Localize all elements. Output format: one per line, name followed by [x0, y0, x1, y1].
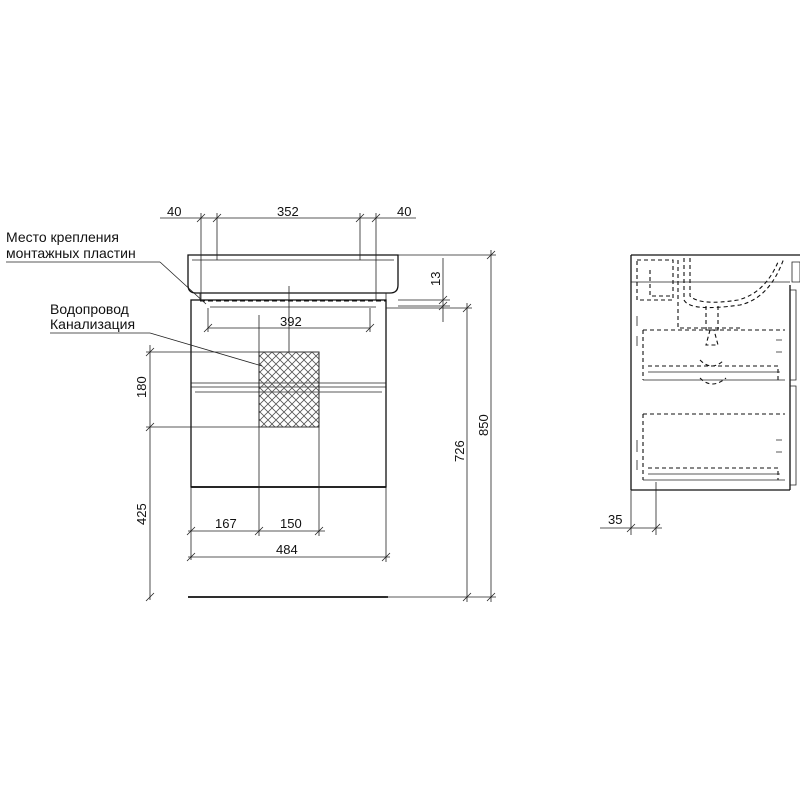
dim-167-label: 167	[215, 516, 237, 531]
dim-484-label: 484	[276, 542, 298, 557]
dim-40-left: 40	[167, 204, 181, 219]
label-pipe-line1: Водопровод	[50, 301, 129, 317]
dim-40-right: 40	[397, 204, 411, 219]
dim-150-label: 150	[280, 516, 302, 531]
dim-425-label: 425	[134, 503, 149, 525]
dim-180: 180 425	[134, 345, 259, 602]
dim-726-label: 726	[452, 440, 467, 462]
dim-850: 850	[398, 250, 496, 602]
dim-35-label: 35	[608, 512, 622, 527]
dim-13-label: 13	[428, 272, 443, 286]
dim-top: 40 352 40	[160, 204, 416, 300]
dim-484: 484	[186, 487, 391, 562]
dim-850-label: 850	[476, 414, 491, 436]
dim-352: 352	[277, 204, 299, 219]
plumbing-zone	[258, 286, 320, 536]
label-mount-plates: Место крепления монтажных пластин	[6, 229, 207, 305]
dim-180-label: 180	[134, 376, 149, 398]
dim-167-150: 167 150	[186, 487, 325, 560]
washbasin	[187, 254, 399, 300]
label-pipe-line2: Канализация	[50, 316, 135, 332]
front-view: 40 352 40 13 392 180 425	[6, 204, 496, 602]
label-pipes: Водопровод Канализация	[50, 301, 263, 367]
mounting-plates	[200, 300, 386, 308]
dim-35: 35	[600, 482, 662, 535]
dim-392: 392	[203, 308, 375, 333]
dim-726: 726	[386, 303, 496, 602]
dim-13: 13	[398, 258, 450, 322]
dim-392-label: 392	[280, 314, 302, 329]
cabinet-body	[188, 299, 388, 598]
label-mount-line1: Место крепления	[6, 229, 119, 245]
side-view: 35	[600, 254, 800, 535]
label-mount-line2: монтажных пластин	[6, 245, 136, 261]
